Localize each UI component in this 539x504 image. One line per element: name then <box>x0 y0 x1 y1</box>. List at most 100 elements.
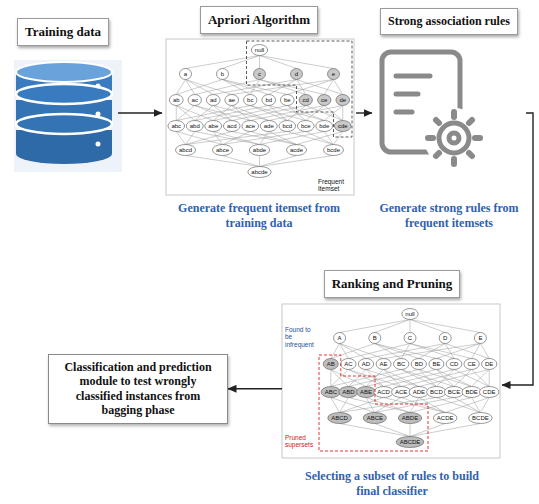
itemset-label: ac <box>192 97 198 103</box>
lattice-link <box>445 344 454 359</box>
itemset-label: BC <box>397 361 405 367</box>
lattice-link <box>260 56 334 69</box>
led <box>96 84 101 89</box>
lattice-link <box>331 344 375 359</box>
lattice-link <box>195 106 269 121</box>
lattice-link <box>348 370 366 387</box>
process-box: Classification and prediction module to … <box>48 354 228 424</box>
itemset-label: BD <box>415 361 423 367</box>
itemset-oval <box>334 333 346 344</box>
itemset-oval <box>244 95 257 106</box>
itemset-label: D <box>443 335 447 341</box>
lattice-link <box>330 370 331 387</box>
lattice-link <box>384 370 402 387</box>
itemset-label: CE <box>467 361 475 367</box>
itemset-label: d <box>295 71 298 77</box>
rules-icon <box>382 52 484 168</box>
itemset-oval <box>334 121 351 132</box>
lattice-link <box>419 370 437 387</box>
lattice-link <box>410 320 411 333</box>
lattice-link <box>436 370 454 387</box>
itemset-oval <box>429 359 444 370</box>
itemset-oval <box>398 413 421 424</box>
lattice-link <box>472 370 490 387</box>
itemset-oval <box>363 413 386 424</box>
itemset-label: be <box>284 97 291 103</box>
itemset-oval <box>444 387 463 398</box>
infrequent-note: Found to be infrequent <box>285 326 318 348</box>
itemset-oval <box>433 413 457 424</box>
lattice-link <box>213 106 287 121</box>
lattice-link <box>366 370 384 387</box>
lattice-link <box>213 106 232 121</box>
lattice-link <box>306 106 325 121</box>
itemset-oval <box>358 359 373 370</box>
itemset-label: abe <box>208 123 218 129</box>
itemset-label: ABCD <box>331 415 348 421</box>
stage-panel: Apriori AlgorithmGenerate frequent items… <box>162 6 356 230</box>
lattice-link <box>375 424 410 437</box>
itemset-oval <box>168 121 185 132</box>
lattice-link <box>472 344 481 359</box>
lattice-link <box>186 56 260 69</box>
lattice-link <box>384 370 454 387</box>
lattice-link <box>410 424 480 437</box>
itemset-label: cd <box>303 97 309 103</box>
itemset-oval <box>469 413 493 424</box>
lattice-link <box>223 132 306 145</box>
lattice-link <box>366 370 384 387</box>
lattice-link <box>176 106 177 121</box>
lattice-link <box>324 132 333 145</box>
itemset-label: ace <box>245 123 255 129</box>
lattice-link <box>306 106 343 121</box>
stage-panel: Ranking and PruningSelecting a subset of… <box>282 270 502 498</box>
itemset-oval <box>318 95 331 106</box>
gear-ground <box>424 108 484 168</box>
lattice-link <box>489 370 490 387</box>
lattice-link <box>260 156 334 167</box>
lattice-link <box>454 370 489 387</box>
database-icon <box>14 60 122 172</box>
gear-hub <box>449 133 459 143</box>
itemset-label: a <box>184 71 187 77</box>
itemset-oval <box>479 387 499 398</box>
itemset-label: ACDE <box>437 415 454 421</box>
itemset-label: A <box>338 335 342 341</box>
led <box>96 142 101 147</box>
lattice-link <box>297 132 343 145</box>
lattice-link <box>324 80 333 95</box>
itemset-oval <box>474 333 486 344</box>
itemset-oval <box>242 121 259 132</box>
itemset-oval <box>217 69 229 80</box>
frequent-outline <box>247 41 353 137</box>
itemset-oval <box>260 121 277 132</box>
text-line <box>396 92 418 97</box>
lattice-link <box>436 344 480 359</box>
itemset-label: e <box>332 71 335 77</box>
itemset-label: ABDE <box>402 415 418 421</box>
lattice-link <box>176 80 222 95</box>
panel-caption: Generate strong rules from frequent item… <box>374 201 524 230</box>
itemset-label: ad <box>210 97 217 103</box>
itemset-label: DE <box>485 361 493 367</box>
lattice-link <box>259 56 260 69</box>
itemset-oval <box>205 121 222 132</box>
itemset-label: ABE <box>360 389 372 395</box>
itemset-oval <box>402 309 418 320</box>
flow-arrow <box>118 112 162 113</box>
led <box>96 112 101 117</box>
itemset-oval <box>394 359 409 370</box>
itemset-label: abcde <box>251 169 267 175</box>
lattice-link <box>331 370 366 387</box>
lattice-link <box>331 370 401 387</box>
itemset-oval <box>392 387 411 398</box>
itemset-label: E <box>478 335 482 341</box>
lattice-link <box>213 132 222 145</box>
itemset-oval <box>249 145 269 156</box>
lattice-link <box>331 370 349 387</box>
lattice-link <box>375 398 454 413</box>
itemset-oval <box>279 121 296 132</box>
lattice-link <box>232 80 334 95</box>
lattice-link <box>195 132 260 145</box>
